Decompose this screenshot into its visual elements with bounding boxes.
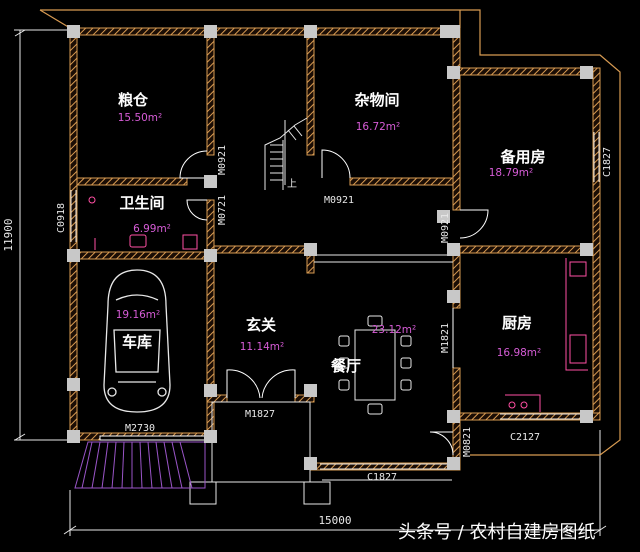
outer-wall-right-top [452,67,601,76]
door-swing-foyer-left [226,369,261,399]
label-m0821-back: M0821 [462,427,473,457]
dimension-lines [14,29,607,536]
door-swing-bath [186,199,208,221]
staircase [264,117,308,190]
stair-up-mark: 上 [287,178,297,190]
wall-granary-bath [76,177,188,186]
car-icon [103,269,171,413]
label-m0721-bath: M0721 [217,195,228,225]
label-c0918-bath: C0918 [56,203,67,233]
watermark: 头条号 / 农村自建房图纸 [398,522,596,543]
room-name-spare: 备用房 [499,148,545,166]
bathroom-fixtures-icon [88,196,198,250]
wall-storage-left [306,34,315,156]
label-m1827-foyer: M1827 [245,409,275,420]
room-area-foyer: 11.14m² [240,341,285,353]
label-m2730-garage: M2730 [125,423,155,434]
dimension-height-label: 11900 [2,218,15,251]
room-area-bathroom: 6.99m² [133,223,171,235]
wall-bath-garage [76,251,215,260]
walls [69,27,601,471]
outer-wall-right [592,67,601,421]
label-c1827-spare: C1827 [602,147,613,177]
dining-table-icon [338,315,412,415]
room-name-storage: 杂物间 [354,91,399,109]
room-name-foyer: 玄关 [246,316,276,334]
room-name-dining: 餐厅 [331,357,361,375]
room-name-garage: 车库 [122,333,152,351]
windows [70,132,600,481]
wall-granary-foyer [206,34,215,156]
room-area-granary: 15.50m² [118,112,163,124]
label-m0921-granary: M0921 [217,145,228,175]
structural-columns [67,25,593,470]
kitchen-counter-icon [505,258,588,412]
roof-corner [39,9,621,456]
garage-ramp [74,441,206,489]
room-area-storage: 16.72m² [356,121,401,133]
room-name-bathroom: 卫生间 [119,194,164,212]
garage-door [99,435,206,441]
doors [99,149,489,456]
door-swing-back [429,431,454,456]
label-c1827-dining: C1827 [367,472,397,483]
wall-storage-bottom [349,177,461,186]
wall-spare-right-column [452,74,461,211]
room-area-dining: 23.12m² [372,324,417,336]
room-name-kitchen: 厨房 [502,314,532,332]
outer-wall-top [69,27,461,36]
door-swing-foyer-right [261,369,296,399]
door-swing-granary [179,150,208,179]
label-m0921-storage: M0921 [324,195,354,206]
door-swing-storage [321,149,351,179]
room-area-garage: 19.16m² [116,309,161,321]
room-name-granary: 粮仓 [118,91,149,109]
dimension-width-label: 15000 [318,514,351,527]
label-c2127-kitchen: C2127 [510,432,540,443]
room-area-kitchen: 16.98m² [497,347,542,359]
room-area-spare: 18.79m² [489,167,534,179]
watermark-text: 头条号 / 农村自建房图纸 [398,522,596,543]
door-swing-spare [459,209,489,239]
label-m0921-spare: M0921 [440,213,451,243]
wall-foyer-upper [213,245,312,254]
wall-spare-bottom [459,245,594,254]
label-m1821-kitchen: M1821 [440,323,451,353]
